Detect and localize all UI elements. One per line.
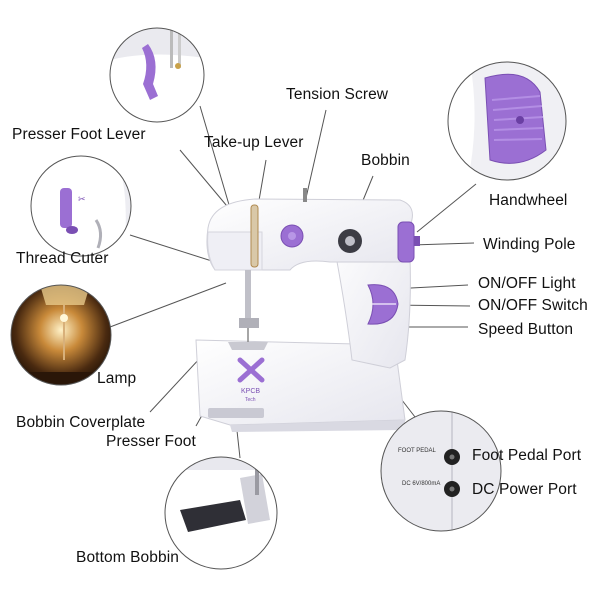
label-bottom-bobbin: Bottom Bobbin: [76, 549, 179, 566]
foot-pedal-panel-text: FOOT PEDAL: [398, 448, 437, 454]
label-thread-cutter: Thread Cuter: [16, 250, 109, 267]
svg-text:✂: ✂: [78, 195, 86, 205]
label-foot-pedal-port: Foot Pedal Port: [472, 447, 582, 464]
label-dc-power-port: DC Power Port: [472, 481, 577, 498]
label-on-off-light: ON/OFF Light: [478, 275, 576, 292]
label-bobbin-coverplate: Bobbin Coverplate: [16, 414, 146, 431]
handwheel-side: [397, 221, 415, 263]
inset-lamp: [10, 284, 112, 386]
label-on-off-switch: ON/OFF Switch: [478, 297, 588, 314]
logo-text: KPCB: [241, 388, 260, 395]
label-lamp: Lamp: [97, 370, 137, 387]
inset-handwheel: [447, 61, 567, 181]
inset-bottom-bobbin: [164, 456, 278, 570]
sewing-machine: KPCB Tech: [195, 188, 420, 432]
dc-rating-panel-text: DC 6V/800mA: [402, 481, 440, 487]
inset-ports: FOOT PEDAL DC 6V/800mA: [380, 410, 502, 532]
label-winding-pole: Winding Pole: [483, 236, 576, 253]
logo-subtext: Tech: [245, 397, 256, 403]
label-handwheel: Handwheel: [489, 192, 568, 209]
presser-foot: [228, 342, 268, 350]
label-take-up-lever: Take-up Lever: [204, 134, 304, 151]
brand-logo: KPCB Tech: [237, 357, 265, 403]
label-speed-button: Speed Button: [478, 321, 574, 338]
label-presser-foot-lever: Presser Foot Lever: [12, 126, 146, 143]
label-presser-foot: Presser Foot: [106, 433, 196, 450]
inset-thread-cutter: ✂: [30, 155, 132, 257]
label-bobbin: Bobbin: [361, 152, 410, 169]
inset-presser-foot-lever: [109, 27, 205, 123]
label-tension-screw: Tension Screw: [286, 86, 389, 103]
